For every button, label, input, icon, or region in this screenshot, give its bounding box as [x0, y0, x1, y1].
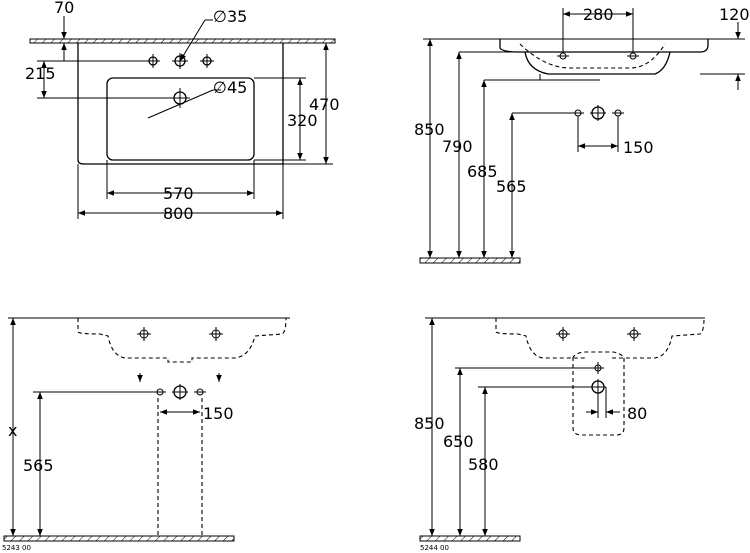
dim-label: 80	[627, 404, 647, 423]
dim-label: 850	[414, 120, 445, 139]
basin-hidden-outline	[495, 317, 705, 359]
dim-label: 150	[623, 138, 654, 157]
basin-profile	[499, 39, 709, 53]
dim-label: 565	[23, 456, 54, 475]
basin-outline	[77, 43, 284, 165]
dim-label: 120	[719, 5, 750, 24]
drawing-code: 5244 00	[420, 544, 449, 552]
outlet-holes-front	[154, 384, 206, 400]
counter-edge	[29, 38, 336, 44]
dim-label: 470	[309, 95, 340, 114]
dim-label: x	[8, 421, 17, 440]
dim-label: 580	[468, 455, 499, 474]
outlet-holes-front	[590, 362, 606, 395]
floor	[3, 535, 235, 542]
floor	[419, 535, 521, 542]
dim-label: 685	[467, 162, 498, 181]
semi-pedestal-outline	[572, 351, 625, 436]
dim-label: 150	[203, 404, 234, 423]
basin-bowl	[106, 77, 255, 161]
dim-label: 800	[163, 204, 194, 223]
dim-label: 565	[496, 177, 527, 196]
bowl-hidden-line	[519, 43, 666, 69]
tap-holes-side	[557, 52, 639, 60]
basin-underside	[524, 51, 671, 75]
dim-label: 790	[442, 137, 473, 156]
dim-label: ∅35	[213, 7, 247, 26]
dim-label: 215	[25, 64, 56, 83]
drawing-code: 5243 00	[2, 544, 31, 552]
floor	[419, 257, 521, 264]
dim-label: ∅45	[213, 78, 247, 97]
dim-label: 70	[54, 0, 74, 17]
front-semipedestal-view: 5244 00 850 650 580 80	[414, 317, 705, 552]
tap-holes-front	[137, 327, 223, 341]
dim-label: 280	[583, 5, 614, 24]
tap-holes-front	[556, 327, 641, 341]
front-pedestal-view: 5243 00 x 565 150	[2, 317, 290, 552]
dim-label: 570	[163, 184, 194, 203]
dim-label: 650	[443, 432, 474, 451]
outlet-holes	[572, 105, 624, 121]
pedestal-hidden-outline	[157, 398, 203, 536]
top-plan-view: 70 ∅35 215 ∅45 470 320 570	[25, 0, 340, 223]
dim-label: 320	[287, 111, 318, 130]
side-section-view: 280 120 850 790 685 565	[414, 5, 750, 264]
dim-label: 850	[414, 414, 445, 433]
basin-hidden-outline	[77, 317, 287, 363]
